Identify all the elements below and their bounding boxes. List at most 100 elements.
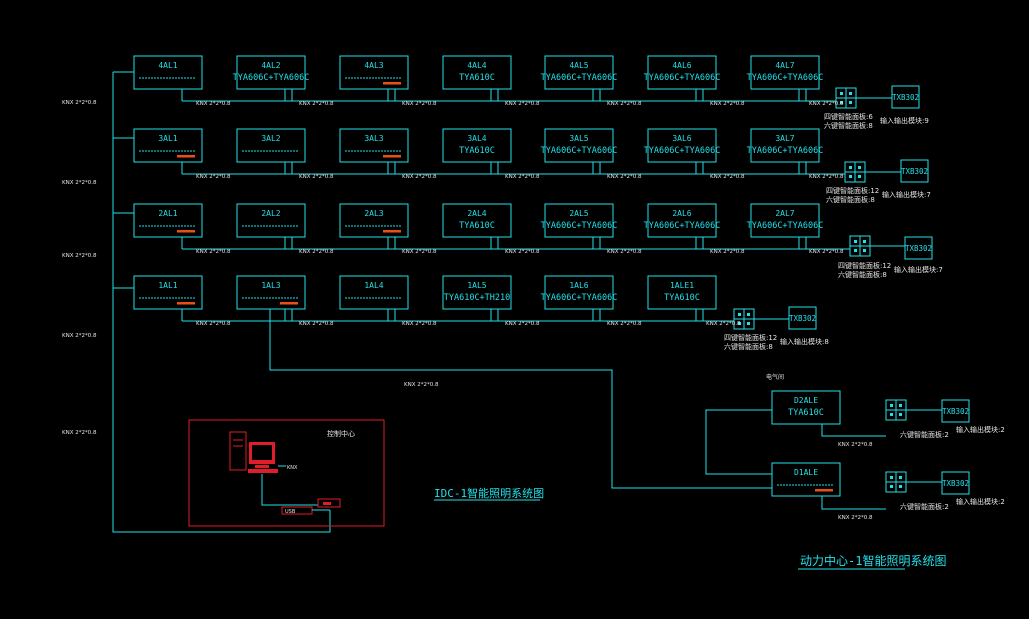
panel-name: 1ALE1 — [670, 281, 694, 290]
control-room-label: 控制中心 — [327, 429, 355, 438]
panel-name: 3AL2 — [261, 134, 280, 143]
panel-1al1: 1AL1 — [133, 275, 203, 310]
cable-label: KNX 2*2*0.8 — [196, 174, 231, 180]
panel-name: 4AL5 — [569, 61, 588, 70]
riser-cable-label: KNX 2*2*0.8 — [62, 333, 97, 339]
panel-3al3: 3AL3 — [339, 128, 409, 163]
module-box — [900, 159, 929, 183]
panel-1al3: 1AL3 — [236, 275, 306, 310]
panel-model: TYA606C+TYA606C — [747, 221, 824, 231]
note-six-key: 六键智能面板:8 — [838, 270, 887, 279]
panel-2al3: 2AL3 — [339, 203, 409, 238]
highlight-mark — [280, 302, 298, 305]
bus-backbone — [112, 71, 772, 533]
panel-name: 4AL4 — [467, 61, 486, 70]
cable-label: KNX 2*2*0.8 — [607, 321, 642, 327]
cable-label: KNX 2*2*0.8 — [838, 442, 873, 448]
cable-label: KNX 2*2*0.8 — [299, 249, 334, 255]
cable-label: KNX 2*2*0.8 — [402, 321, 437, 327]
cable-label: KNX 2*2*0.8 — [505, 249, 540, 255]
panel-name: 4AL6 — [672, 61, 691, 70]
panel-name: 2AL1 — [158, 209, 177, 218]
panel-model: TYA610C — [788, 408, 824, 418]
highlight-mark — [177, 155, 195, 158]
control-room-frame — [188, 419, 385, 527]
panel-model: TYA610C — [664, 293, 700, 303]
panel-model: TYA606C+TYA606C — [233, 73, 310, 83]
panel-2al2: 2AL2 — [236, 203, 306, 238]
riser-cable-label: KNX 2*2*0.8 — [62, 253, 97, 259]
highlight-mark — [383, 155, 401, 158]
note-io-module: 输入输出模块:7 — [882, 190, 931, 199]
highlight-mark — [177, 230, 195, 233]
cable-label: KNX 2*2*0.8 — [809, 249, 844, 255]
svg-text:KNX: KNX — [287, 465, 298, 471]
panel-d1ale: D1ALE — [771, 462, 841, 497]
riser-cable-label: KNX 2*2*0.8 — [62, 180, 97, 186]
panel-d2ale: D2ALE TYA610C — [771, 390, 841, 425]
panel-name: 2AL5 — [569, 209, 588, 218]
panel-model: TYA606C+TYA606C — [541, 73, 618, 83]
interface-label: USB — [285, 509, 296, 515]
panel-model: TYA606C+TYA606C — [644, 146, 721, 156]
panel-1al4: 1AL4 — [339, 275, 409, 310]
note-four-key: 四键智能面板:12 — [826, 186, 879, 195]
panel-name: D1ALE — [794, 468, 818, 477]
panel-3al2: 3AL2 — [236, 128, 306, 163]
panel-3al1: 3AL1 — [133, 128, 203, 163]
cable-label: KNX 2*2*0.8 — [706, 321, 741, 327]
panel-model: TYA610C — [459, 146, 495, 156]
panel-4al1: 4AL1 — [133, 55, 203, 90]
note-six-key: 六键智能面板:8 — [724, 342, 773, 351]
highlight-mark — [383, 230, 401, 233]
note-six-key: 六键智能面板:2 — [900, 430, 949, 439]
cable-label: KNX 2*2*0.8 — [196, 101, 231, 107]
note-four-key: 四键智能面板:12 — [838, 261, 891, 270]
panel-name: 4AL2 — [261, 61, 280, 70]
highlight-mark — [383, 82, 401, 85]
note-io-module: 输入输出模块:2 — [956, 425, 1005, 434]
panel-name: 1AL1 — [158, 281, 177, 290]
panel-2al1: 2AL1 — [133, 203, 203, 238]
module-label: TXB302 — [942, 407, 969, 416]
panel-name: 3AL4 — [467, 134, 486, 143]
panel-name: 4AL7 — [775, 61, 794, 70]
cable-label: KNX 2*2*0.8 — [505, 101, 540, 107]
cable-label: KNX 2*2*0.8 — [607, 101, 642, 107]
module-box — [788, 306, 817, 330]
panel-name: 3AL6 — [672, 134, 691, 143]
riser-cable-label: KNX 2*2*0.8 — [62, 100, 97, 106]
panel-4al3: 4AL3 — [339, 55, 409, 90]
panel-name: D2ALE — [794, 396, 818, 405]
note-io-module: 输入输出模块:9 — [880, 116, 929, 125]
note-six-key: 六键智能面板:8 — [824, 121, 873, 130]
cable-label: KNX 2*2*0.8 — [505, 321, 540, 327]
switch-group-d2: TXB302 六键智能面板:2 输入输出模块:2 — [885, 399, 1005, 439]
note-six-key: 六键智能面板:8 — [826, 195, 875, 204]
panel-model: TYA606C+TYA606C — [644, 221, 721, 231]
cable-label: KNX 2*2*0.8 — [710, 249, 745, 255]
panel-model: TYA610C — [459, 73, 495, 83]
panel-model: TYA606C+TYA606C — [644, 73, 721, 83]
panel-name: 1AL6 — [569, 281, 588, 290]
panel-name: 4AL1 — [158, 61, 177, 70]
riser-cable-label: KNX 2*2*0.8 — [62, 430, 97, 436]
cable-label: KNX 2*2*0.8 — [710, 174, 745, 180]
cable-label: KNX 2*2*0.8 — [402, 101, 437, 107]
cable-label: KNX 2*2*0.8 — [505, 174, 540, 180]
panel-model: TYA606C+TYA606C — [747, 73, 824, 83]
note-io-module: 输入输出模块:2 — [956, 497, 1005, 506]
panel-model: TYA610C — [459, 221, 495, 231]
